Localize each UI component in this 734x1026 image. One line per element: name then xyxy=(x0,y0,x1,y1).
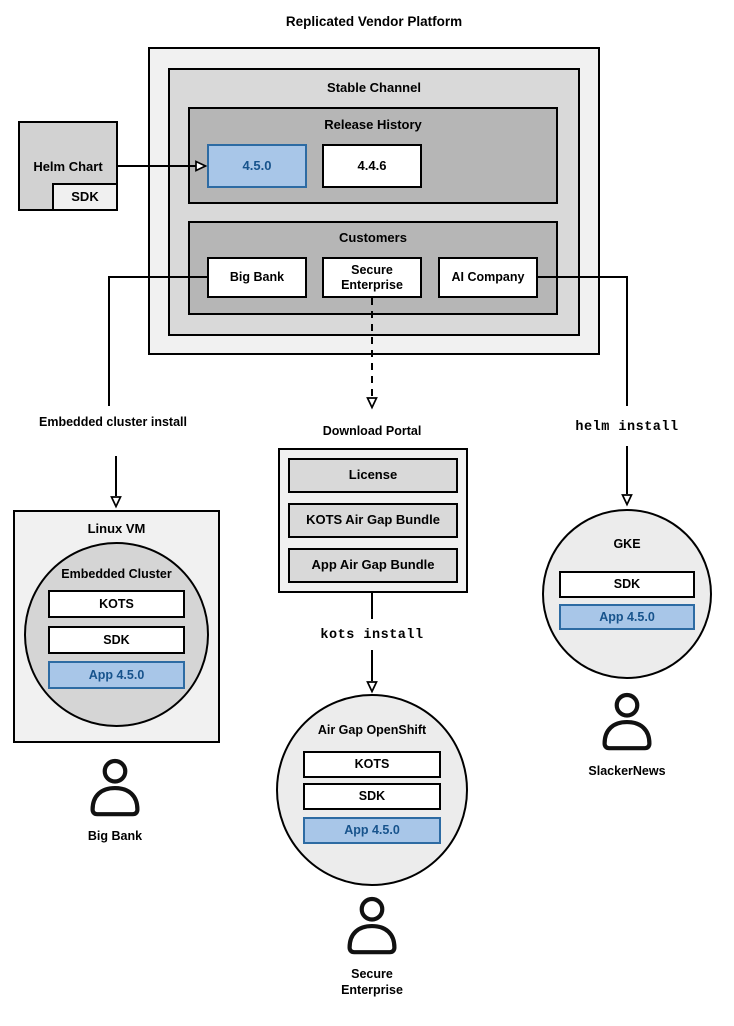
gke-app-box: App 4.5.0 xyxy=(559,604,695,630)
customer-big-bank-box: Big Bank xyxy=(207,257,307,298)
big-bank-user-label: Big Bank xyxy=(87,829,143,843)
helm-install-label: helm install xyxy=(575,420,679,435)
customer-ai-company-box: AI Company xyxy=(438,257,538,298)
secure-enterprise-user-label: Secure Enterprise xyxy=(341,967,403,997)
release-version-4-4-6-box: 4.4.6 xyxy=(322,144,422,188)
embedded-cluster-app-box: App 4.5.0 xyxy=(48,661,185,689)
portal-kots-air-gap-bundle-box: KOTS Air Gap Bundle xyxy=(288,503,458,538)
download-portal-title: Download Portal xyxy=(322,424,422,438)
linux-vm-label: Linux VM xyxy=(87,521,146,536)
embedded-cluster-kots-box: KOTS xyxy=(48,590,185,618)
slackernews-user-label: SlackerNews xyxy=(588,764,666,778)
big-bank-person-icon xyxy=(90,758,140,817)
diagram-title: Replicated Vendor Platform xyxy=(285,14,463,29)
air-gap-kots-box: KOTS xyxy=(303,751,441,778)
portal-app-air-gap-bundle-box: App Air Gap Bundle xyxy=(288,548,458,583)
gke-sdk-box: SDK xyxy=(559,571,695,598)
air-gap-sdk-box: SDK xyxy=(303,783,441,810)
helm-install-arrow xyxy=(621,446,633,507)
embedded-install-arrow xyxy=(110,456,122,509)
embedded-cluster-label: Embedded Cluster xyxy=(61,567,172,581)
air-gap-openshift-label: Air Gap OpenShift xyxy=(317,723,427,737)
portal-license-box: License xyxy=(288,458,458,493)
slackernews-person-icon xyxy=(602,692,652,751)
helm-chart-sdk-box: SDK xyxy=(52,183,118,211)
embedded-cluster-sdk-box: SDK xyxy=(48,626,185,654)
kots-install-arrow xyxy=(366,650,378,694)
gke-label: GKE xyxy=(613,537,641,551)
air-gap-app-box: App 4.5.0 xyxy=(303,817,441,844)
customer-secure-enterprise-box: Secure Enterprise xyxy=(322,257,422,298)
embedded-cluster-install-label: Embedded cluster install xyxy=(39,415,187,429)
stable-channel-label: Stable Channel xyxy=(327,80,421,95)
helm-chart-label: Helm Chart xyxy=(33,159,103,174)
secure-enterprise-person-icon xyxy=(347,896,397,955)
customers-label: Customers xyxy=(339,230,407,245)
release-version-4-5-0-box: 4.5.0 xyxy=(207,144,307,188)
release-history-label: Release History xyxy=(324,117,422,132)
kots-install-label: kots install xyxy=(320,628,424,643)
